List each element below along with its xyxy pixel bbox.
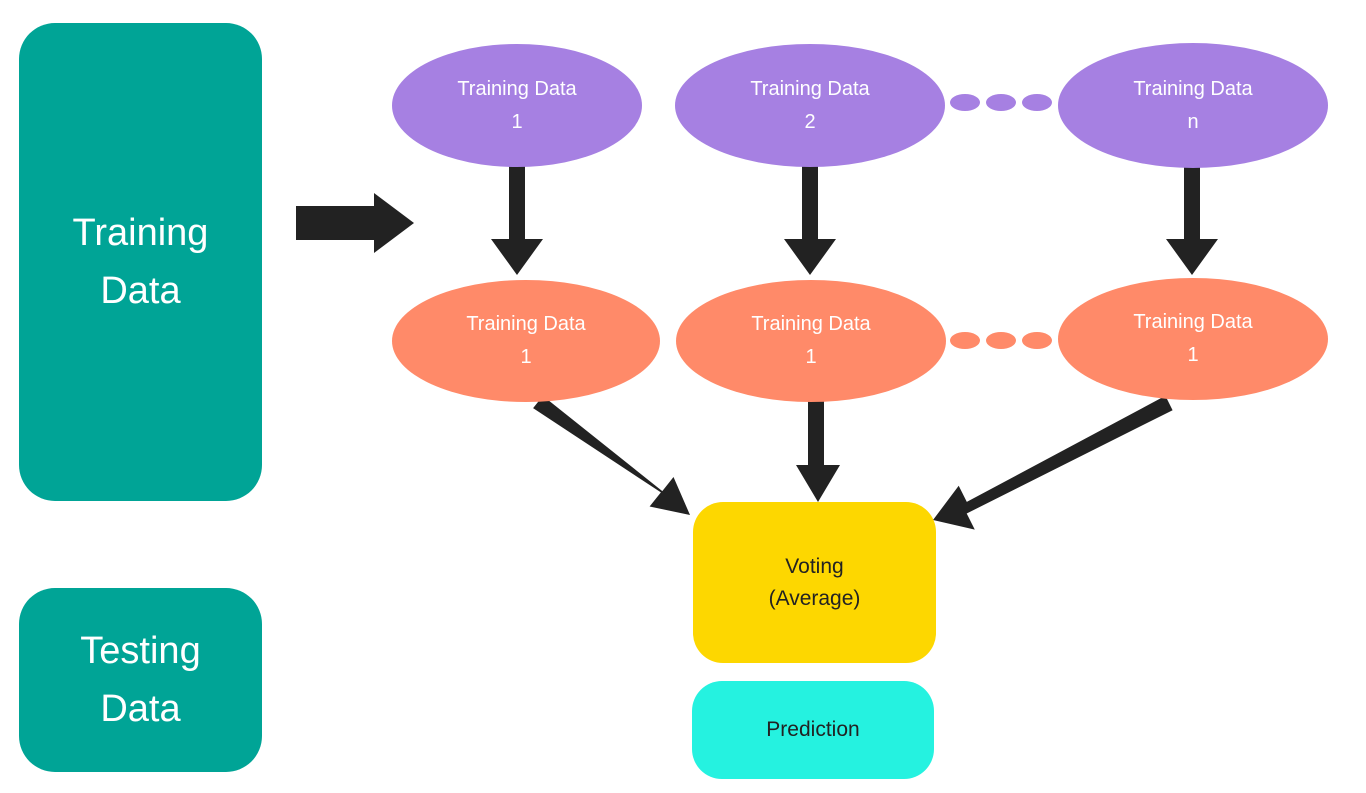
prediction-box: Prediction xyxy=(692,681,934,779)
mid-ellipse-n-line2: 1 xyxy=(1187,344,1199,366)
main-arrow xyxy=(296,193,414,253)
top-ellipse-2: Training Data 2 xyxy=(675,44,945,167)
ellipsis-dot xyxy=(1022,94,1052,111)
arrow-top2-to-mid2 xyxy=(784,162,836,275)
top-ellipse-n-line1: Training Data xyxy=(1133,77,1253,100)
voting-line2: (Average) xyxy=(768,586,861,610)
testing-data-line2: Data xyxy=(100,688,181,730)
voting-box: Voting (Average) xyxy=(693,502,936,663)
testing-data-block: Testing Data xyxy=(19,588,262,772)
ellipsis-dot xyxy=(1022,332,1052,349)
top-ellipse-n-line2: n xyxy=(1187,110,1199,133)
arrow-top1-to-mid1 xyxy=(491,162,543,275)
arrow-topn-to-midn xyxy=(1166,162,1218,275)
top-ellipse-n: Training Data n xyxy=(1058,43,1328,168)
top-ellipse-1-line2: 1 xyxy=(511,110,523,133)
mid-ellipse-n: Training Data 1 xyxy=(1058,278,1328,400)
arrow-mid1-to-voting xyxy=(533,395,690,515)
testing-data-line1: Testing xyxy=(80,630,201,672)
top-ellipse-2-line2: 2 xyxy=(804,110,816,133)
top-ellipse-2-line1: Training Data xyxy=(750,77,870,100)
arrow-midn-to-voting xyxy=(933,395,1173,530)
training-data-line1: Training xyxy=(72,212,209,254)
mid-ellipse-2-line1: Training Data xyxy=(751,313,871,335)
mid-ellipse-2-line2: 1 xyxy=(805,346,817,368)
top-ellipse-1: Training Data 1 xyxy=(392,44,642,167)
mid-ellipse-1: Training Data 1 xyxy=(392,280,660,402)
mid-ellipse-1-line1: Training Data xyxy=(466,313,586,335)
ellipsis-dot xyxy=(950,332,980,349)
training-data-line2: Data xyxy=(100,270,181,312)
ellipsis-dot xyxy=(986,94,1016,111)
training-data-block: Training Data xyxy=(19,23,262,501)
mid-ellipse-2: Training Data 1 xyxy=(676,280,946,402)
mid-ellipse-n-line1: Training Data xyxy=(1133,311,1253,333)
ellipsis-dot xyxy=(986,332,1016,349)
mid-ellipse-1-line2: 1 xyxy=(520,346,532,368)
prediction-label: Prediction xyxy=(766,718,860,741)
voting-line1: Voting xyxy=(785,554,844,578)
arrow-mid2-to-voting xyxy=(796,398,840,502)
top-ellipse-1-line1: Training Data xyxy=(457,77,577,100)
ellipsis-dot xyxy=(950,94,980,111)
